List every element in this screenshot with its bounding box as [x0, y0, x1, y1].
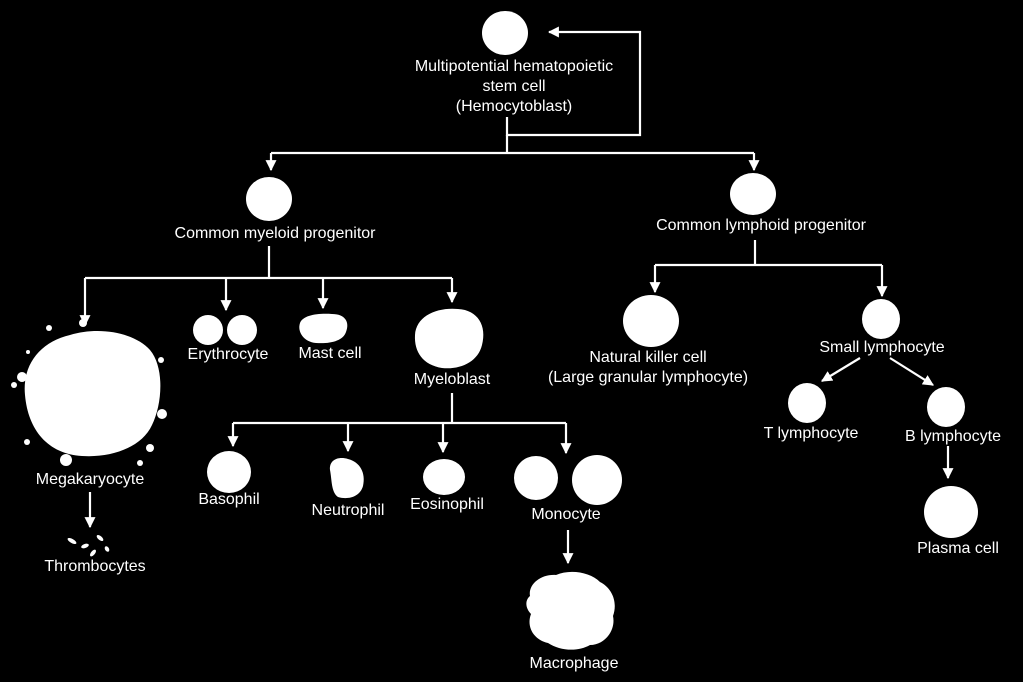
macrophage-label: Macrophage: [529, 655, 619, 672]
stem-label-line3: (Hemocytoblast): [455, 98, 573, 115]
eosinophil-cell: [423, 459, 465, 495]
mast-cell-label: Mast cell: [298, 345, 362, 362]
stem-cell: [482, 11, 528, 55]
erythrocyte-cells: [193, 315, 257, 345]
lymphoid-progenitor-label: Common lymphoid progenitor: [656, 217, 866, 234]
eosinophil-label: Eosinophil: [410, 496, 484, 513]
stem-label-line2: stem cell: [482, 78, 546, 95]
myeloid-progenitor-label: Common myeloid progenitor: [174, 225, 376, 242]
small-lymphocyte-label: Small lymphocyte: [819, 339, 945, 356]
small-lymphocyte-cell: [862, 299, 900, 339]
monocyte-cells: [514, 455, 622, 505]
plasma-cell-shape: [924, 486, 978, 538]
megakaryocyte-cell: [11, 319, 167, 466]
cells: [11, 11, 978, 650]
connector-lines: [79, 26, 954, 565]
neutrophil-label: Neutrophil: [311, 502, 385, 519]
basophil-label: Basophil: [198, 491, 260, 508]
t-lymphocyte-cell: [788, 383, 826, 423]
natural-killer-cell: [623, 295, 679, 347]
myeloblast-cell: [414, 308, 484, 369]
basophil-cell: [207, 451, 251, 493]
stem-label-line1: Multipotential hematopoietic: [414, 58, 614, 75]
myeloblast-label: Myeloblast: [413, 371, 491, 388]
nk-label-line1: Natural killer cell: [589, 349, 707, 366]
thrombocytes-cells: [67, 535, 110, 557]
natural-killer-label: Natural killer cell (Large granular lymp…: [548, 348, 748, 388]
nk-label-line2: (Large granular lymphocyte): [547, 369, 749, 386]
erythrocyte-label: Erythrocyte: [187, 346, 269, 363]
b-lymphocyte-label: B lymphocyte: [904, 428, 1002, 445]
lymphoid-progenitor-cell: [730, 173, 776, 215]
myeloid-progenitor-cell: [246, 177, 292, 221]
plasma-cell-label: Plasma cell: [917, 540, 999, 557]
t-lymphocyte-label: T lymphocyte: [763, 425, 859, 442]
macrophage-cell: [526, 571, 615, 650]
mast-cell-shape: [299, 313, 348, 344]
b-lymphocyte-cell: [927, 387, 965, 427]
stem-cell-label: Multipotential hematopoietic stem cell (…: [415, 57, 613, 117]
monocyte-label: Monocyte: [531, 506, 601, 523]
neutrophil-cell: [329, 458, 364, 499]
thrombocytes-label: Thrombocytes: [44, 558, 146, 575]
megakaryocyte-label: Megakaryocyte: [35, 471, 145, 488]
